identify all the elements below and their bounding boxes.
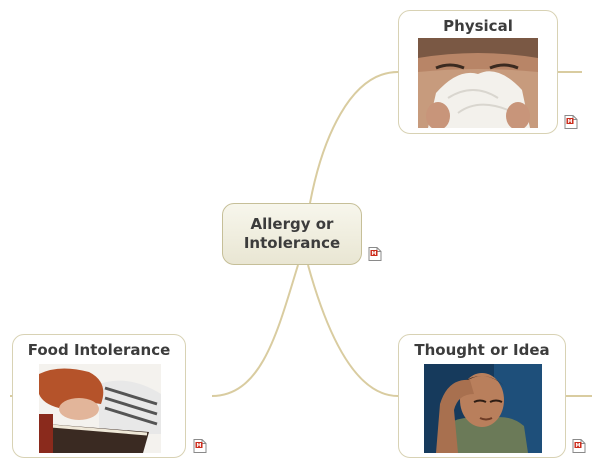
svg-text:M: M xyxy=(568,119,573,125)
person-sneezing-image xyxy=(418,38,538,128)
svg-text:M: M xyxy=(576,443,581,449)
central-topic-label-line2: Intolerance xyxy=(243,234,341,252)
connector-thought xyxy=(307,264,399,397)
document-note-icon[interactable]: M xyxy=(564,115,578,129)
topic-thought-or-idea-label: Thought or Idea xyxy=(414,341,550,359)
svg-text:M: M xyxy=(372,251,377,257)
central-topic-label-line1: Allergy or xyxy=(250,215,334,233)
topic-physical[interactable]: Physical xyxy=(398,10,558,134)
svg-text:M: M xyxy=(197,443,202,449)
topic-thought-or-idea[interactable]: Thought or Idea xyxy=(398,334,566,458)
document-note-icon[interactable]: M xyxy=(572,439,586,453)
person-asleep-on-books-image xyxy=(39,364,161,453)
connector-physical xyxy=(309,71,399,204)
document-note-icon[interactable]: M xyxy=(193,439,207,453)
document-note-icon[interactable]: M xyxy=(368,247,382,261)
connector-food xyxy=(211,264,299,397)
central-topic[interactable]: Allergy or Intolerance xyxy=(222,203,362,265)
topic-physical-label: Physical xyxy=(443,17,513,35)
topic-food-intolerance[interactable]: Food Intolerance xyxy=(12,334,186,458)
topic-food-intolerance-label: Food Intolerance xyxy=(27,341,171,359)
man-with-headache-image xyxy=(424,364,542,453)
